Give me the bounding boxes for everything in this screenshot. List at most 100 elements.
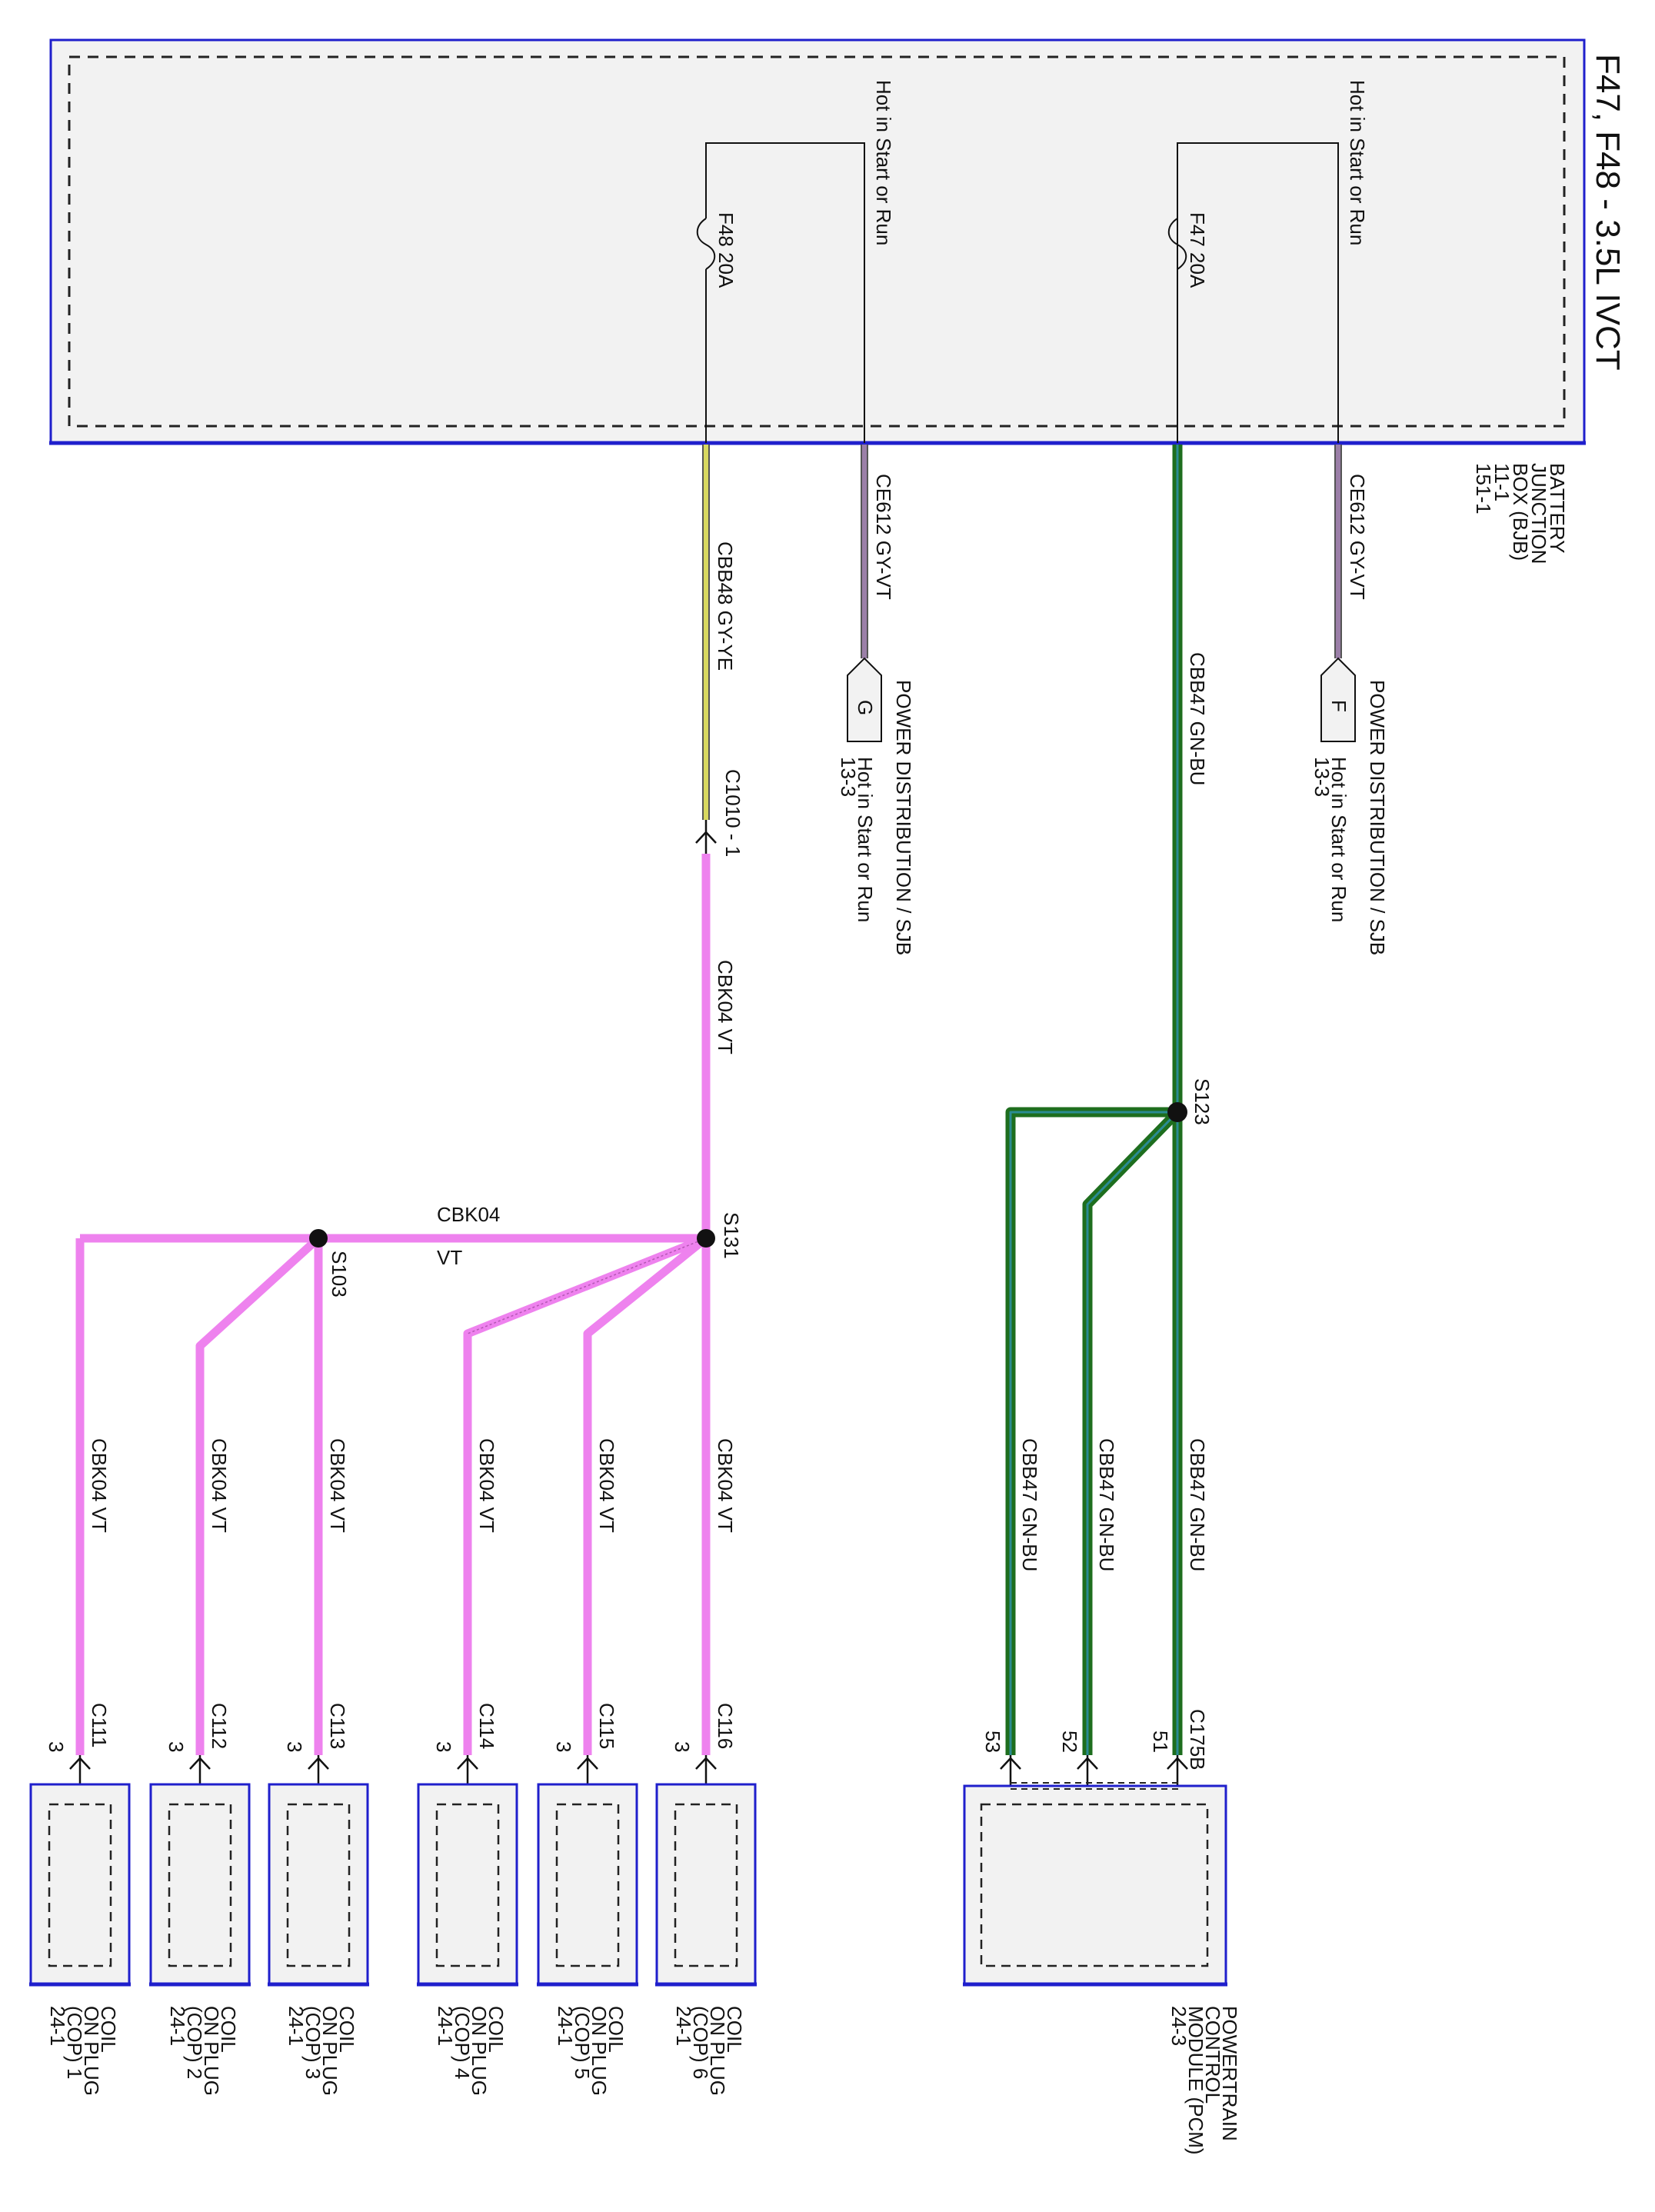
coil-pin-label: 3 [432,1741,455,1752]
ce612-right-label: CE612 GY-VT [1346,474,1369,600]
bjb-label-line: 151-1 [1472,463,1495,515]
bjb-label-line: BOX (BJB) [1509,463,1532,561]
bjb-box [49,38,1586,445]
coil-label-line: COIL [97,2006,120,2053]
coil-connector-label: C112 [208,1703,231,1749]
cbk04-wires [75,854,711,1755]
coil-label-line: ON PLUG [468,2006,491,2096]
power-dist-ref: 13-3 [837,757,860,797]
coil-label-line: (COP) 6 [689,2006,712,2079]
coil-connector-label: C113 [326,1703,349,1749]
cbk04-drop-label-c114: CBK04 VT [475,1438,498,1533]
power-dist-hot: Hot in Start or Run [854,757,877,922]
power-dist-flag-g [847,657,882,742]
power-dist-title: POWER DISTRIBUTION / SJB [892,680,915,955]
power-dist-flag-f-letter: F [1327,700,1350,712]
coil-label-line: (COP) 2 [183,2006,206,2079]
pcm-box [963,1784,1227,1986]
coil-inner-dashed [168,1803,232,1967]
power-dist-flag-g-letter: G [854,700,877,715]
coil-label-line: ON PLUG [706,2006,729,2096]
cbb47-branch-53-stripe [1009,1111,1177,1755]
splice-s103-label: S103 [328,1251,351,1298]
coil-label-line: 24-1 [285,2006,308,2046]
coil-label-line: 24-1 [166,2006,189,2046]
coil-connector-label: C114 [475,1703,498,1749]
coil-inner-dashed [555,1803,620,1967]
f47-feed-wire [1177,142,1339,443]
coil-pin-label: 3 [45,1741,68,1752]
cbk04-drop-label-c111: CBK04 VT [88,1438,111,1533]
coil-box [268,1783,369,1986]
coil-pin-label: 3 [671,1741,694,1752]
cbk04-branch-c114 [463,1234,708,1755]
coil-inner-dashed [674,1803,738,1967]
cbk04-drop-label-c115: CBK04 VT [595,1438,618,1533]
pcm-label-line: POWERTRAIN [1218,2006,1241,2141]
splice-s131 [697,1229,715,1248]
cbb47-branch-52 [1082,1108,1181,1755]
cbk04-drop-label-c116: CBK04 VT [714,1438,737,1533]
coil-pin-label: 3 [283,1741,306,1752]
coil-inner-dashed [48,1803,112,1967]
pcm-label-line: MODULE (PCM) [1184,2006,1207,2155]
splice-s123-label: S123 [1190,1078,1214,1125]
cbk04-drop-label-c113: CBK04 VT [326,1438,349,1533]
ce612-left-label: CE612 GY-VT [872,474,895,600]
hot-in-start-or-run-right: Hot in Start or Run [1346,80,1369,245]
pcm-label-line: CONTROL [1201,2006,1224,2104]
coil-label-line: (COP) 5 [571,2006,594,2079]
coil-label-line: COIL [217,2006,240,2053]
coil-label-line: 24-1 [554,2006,577,2046]
f48-fuse-symbol [696,218,716,270]
power-dist-flag-f [1320,657,1356,742]
coil-box [149,1783,251,1986]
splice-s131-label: S131 [720,1212,743,1259]
pcm-connector-label: C175B [1186,1709,1209,1771]
coil-label-line: 24-1 [46,2006,69,2046]
c1010-label: C1010 - 1 [721,769,744,857]
coil-box [537,1783,638,1986]
coil-pin-label: 3 [165,1741,188,1752]
fuse-f48-label: F48 20A [714,212,738,288]
cbb47-wires-inner [1009,445,1179,1755]
cbb47-drop-label-52: CBB47 GN-BU [1095,1438,1118,1571]
power-dist-hot: Hot in Start or Run [1327,757,1350,922]
cbb47-drop-label-51: CBB47 GN-BU [1186,1438,1209,1571]
pcm-inner-dashed [980,1803,1209,1967]
coil-label-line: (COP) 1 [63,2006,86,2079]
c1010-connector-symbol [695,820,717,854]
diagram-title: F47, F48 - 3.5L IVCT [1589,54,1627,371]
cbb47-branch-53 [1005,1107,1177,1755]
power-dist-title: POWER DISTRIBUTION / SJB [1366,680,1389,955]
coil-label-line: COIL [604,2006,628,2053]
coil-label-line: ON PLUG [200,2006,223,2096]
cbk04-bus-color: VT [437,1246,462,1269]
coil-label-line: 24-1 [434,2006,457,2046]
cbk04-trunk-label: CBK04 VT [714,960,737,1054]
bjb-label-line: JUNCTION [1527,463,1550,564]
power-dist-label-left: POWER DISTRIBUTION / SJB Hot in Start or… [837,680,915,955]
coil-inner-dashed [435,1803,500,1967]
splice-s103 [309,1229,328,1248]
coil-label-line: (COP) 4 [451,2006,474,2079]
coil-label-line: COIL [335,2006,358,2053]
coil-label-line: ON PLUG [318,2006,341,2096]
bjb-label: BATTERY JUNCTION BOX (BJB) 11-1 151-1 [1472,463,1569,564]
coil-connector-label: C111 [88,1703,111,1747]
cbb48-label: CBB48 GY-YE [714,541,737,671]
coil-box [417,1783,518,1986]
fuse-f47-label: F47 20A [1186,212,1209,288]
coil-inner-dashed [286,1803,351,1967]
coil-box [655,1783,757,1986]
